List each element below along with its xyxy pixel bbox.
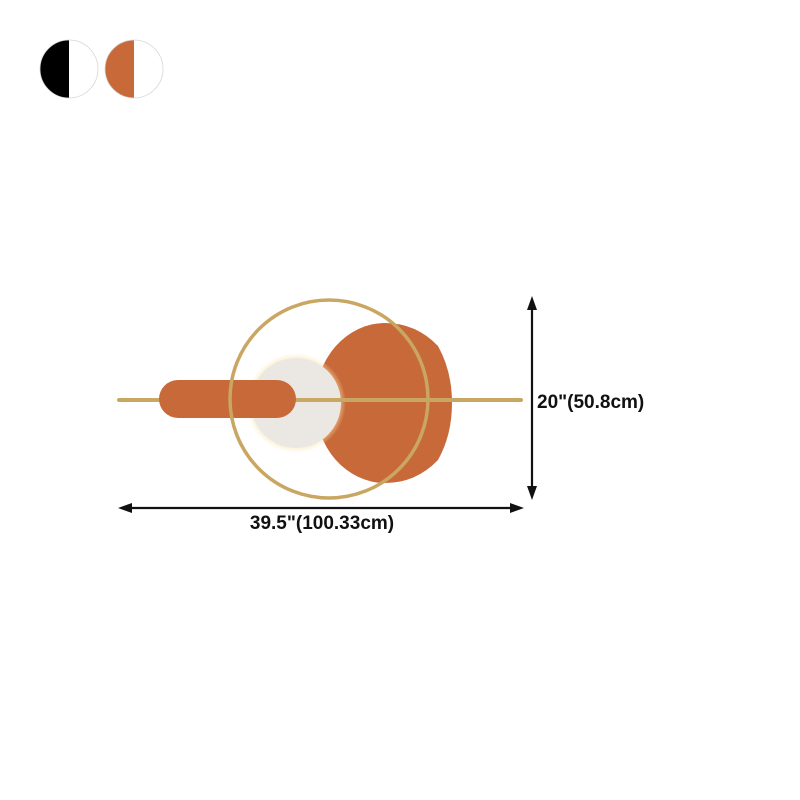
- height-arrow: [527, 296, 537, 500]
- height-dimension-label: 20"(50.8cm): [537, 392, 645, 413]
- color-swatch-black-white[interactable]: [39, 39, 99, 99]
- orange-capsule: [159, 380, 296, 418]
- wall-lamp: [117, 298, 523, 500]
- width-dimension-label: 39.5"(100.33cm): [249, 513, 395, 534]
- color-swatch-orange-white[interactable]: [104, 39, 164, 99]
- width-arrow: [118, 503, 524, 513]
- gold-ring: [228, 298, 430, 500]
